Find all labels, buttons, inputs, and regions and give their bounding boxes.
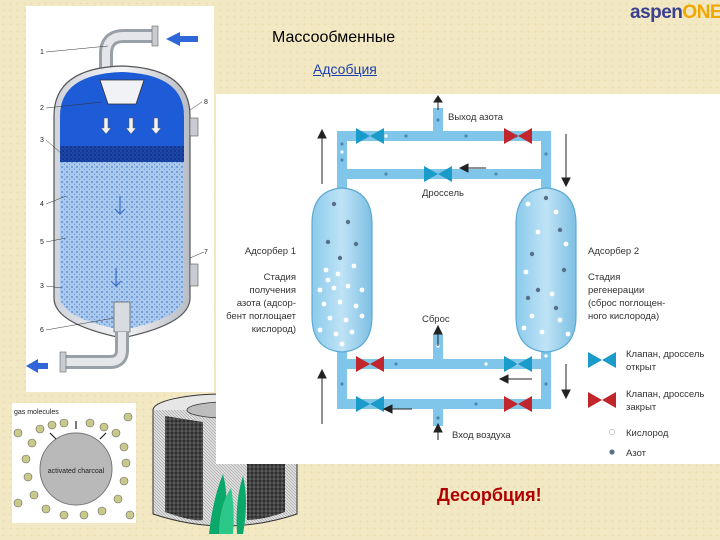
psa-scheme-drawing: Выход азота Дроссель Сброс Вход воздуха … [226,95,704,459]
adsorber-2-desc: регенерации [588,285,644,296]
label-num: 3 [40,283,44,290]
legend-oxygen-text: Кислород [626,428,669,439]
adsorber-2-desc: (сброс поглощен- [588,298,665,309]
valve-open-bottom-2 [356,396,384,412]
legend-valve-closed-icon [588,392,616,408]
adsorption-column-panel: 1 2 3 4 5 3 6 8 7 [26,6,214,392]
valve-closed-bottom-2 [504,396,532,412]
adsorption-column-drawing: 1 2 3 4 5 3 6 8 7 [26,25,208,373]
adsorber-1-particles [317,263,365,347]
legend-valve-open-icon [588,352,616,368]
valve-open-top [356,128,384,144]
charcoal-molecules-drawing: gas molecules activated charcoal [13,409,135,520]
charcoal-label: activated charcoal [48,468,105,475]
pipe-top [337,131,551,194]
adsorber-2-desc: ного кислорода) [588,311,659,322]
pipe-bottom-1 [337,344,551,369]
valve-open-bottom-1 [504,356,532,372]
valve-closed-bottom-1 [356,356,384,372]
valve-throttle [424,166,452,182]
legend-valve-closed-text: Клапан, дроссель [626,389,704,400]
adsorber-2-nitrogen [525,195,567,311]
legend-oxygen-icon [609,429,615,435]
label-num: 4 [40,201,44,208]
air-in-label: Вход воздуха [452,430,511,441]
label-num: 5 [40,239,44,246]
aspen-one-logo: aspenONE [630,2,720,23]
legend-nitrogen-icon [609,449,615,455]
adsorber-1-desc: Стадия [264,272,296,283]
psa-scheme-panel: Выход азота Дроссель Сброс Вход воздуха … [216,94,720,464]
nitrogen-out-label: Выход азота [448,112,504,123]
legend-nitrogen-text: Азот [626,448,647,459]
slide-subtitle-link[interactable]: Адсобция [313,61,377,77]
adsorber-1-vessel [311,187,373,353]
adsorber-2-desc: Стадия [588,272,620,283]
adsorber-2-name: Адсорбер 2 [588,246,639,257]
label-num: 8 [204,99,208,106]
label-num: 2 [40,105,44,112]
adsorber-1-nitrogen [325,201,359,261]
pipe-bottom-2 [337,364,551,409]
label-num: 3 [40,137,44,144]
discharge-label: Сброс [422,314,450,325]
label-num: 6 [40,327,44,334]
adsorber-1-desc: кислород) [252,324,296,335]
slide-title: Массообменные [272,29,396,46]
adsorber-1-name: Адсорбер 1 [245,246,296,257]
charcoal-molecules-panel: gas molecules activated charcoal [12,403,136,523]
legend: Клапан, дроссель открыт Клапан, дроссель… [588,349,704,459]
adsorber-1-desc: азота (адсор- [237,298,296,309]
adsorber-2-particles [521,201,571,337]
valve-closed-top [504,128,532,144]
throttle-label: Дроссель [422,188,464,199]
legend-valve-closed-text: закрыт [626,402,657,413]
desorption-caption: Десорбция! [437,485,542,505]
gas-molecules-label: gas molecules [14,409,59,416]
adsorber-1-desc: бент поглощает [226,311,297,322]
label-num: 7 [204,249,208,256]
label-num: 1 [40,49,44,56]
legend-valve-open-text: Клапан, дроссель [626,349,704,360]
legend-valve-open-text: открыт [626,362,657,373]
adsorber-1-desc: получения [250,285,296,296]
